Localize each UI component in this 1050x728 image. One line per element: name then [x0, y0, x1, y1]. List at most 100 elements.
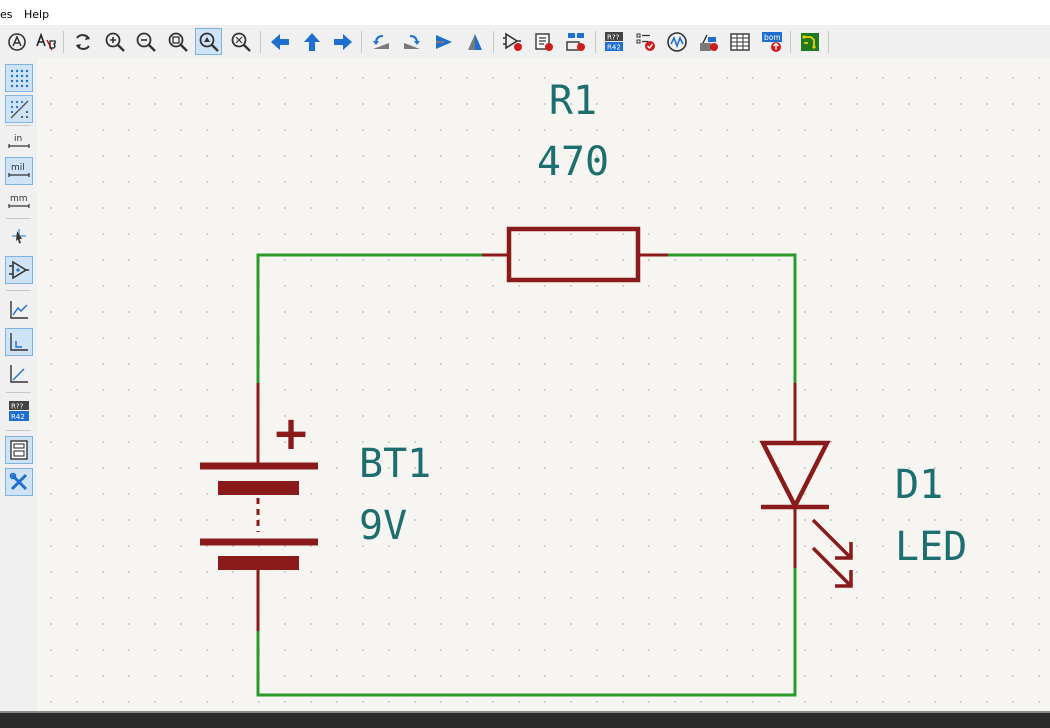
battery-bt1[interactable]	[200, 383, 318, 631]
rotate-ccw-button[interactable]	[367, 28, 394, 55]
line-45-button[interactable]	[5, 360, 33, 388]
refresh-icon	[75, 33, 90, 50]
schematic-drawing: R1 470 + BT1 9V D1 LED	[37, 58, 1050, 711]
window-top-edge	[0, 0, 1050, 5]
hidden-pins-button[interactable]	[5, 256, 33, 284]
menu-item-help[interactable]: Help	[24, 8, 50, 21]
simulator-button[interactable]	[663, 28, 690, 55]
zoom-fit-button[interactable]	[164, 28, 191, 55]
zoom-selection-button[interactable]	[227, 28, 254, 55]
battery-plus-label: +	[272, 406, 311, 460]
svg-text:bom: bom	[764, 33, 781, 42]
annotate-icon	[7, 32, 26, 51]
hierarchy-navigator-button[interactable]	[5, 436, 33, 464]
grid-dots-button[interactable]	[5, 64, 33, 92]
pcb-editor-icon	[800, 32, 819, 51]
text-size-button[interactable]	[32, 28, 59, 55]
zoom-selection-icon	[231, 32, 251, 52]
led-value-label[interactable]: LED	[895, 524, 967, 570]
line-90-icon	[10, 333, 28, 351]
svg-text:R??: R??	[11, 403, 24, 411]
line-90-button[interactable]	[5, 328, 33, 356]
cursor-icon	[12, 229, 26, 244]
mirror-horizontal-button[interactable]	[430, 28, 457, 55]
inch-units-button[interactable]: in	[5, 128, 33, 156]
mil-units-button[interactable]: mil	[5, 157, 33, 185]
svg-text:R??: R??	[607, 33, 620, 41]
annotate-schematic-icon: R?? R42	[604, 31, 623, 51]
zoom-in-icon	[105, 32, 125, 52]
pcb-editor-button[interactable]	[796, 28, 823, 55]
refresh-button[interactable]	[69, 28, 96, 55]
grid-lines-icon	[10, 100, 29, 119]
symbol-editor-button[interactable]	[499, 28, 526, 55]
zoom-objects-icon	[199, 32, 219, 52]
zoom-out-button[interactable]	[132, 28, 159, 55]
wire-group	[256, 253, 797, 697]
resistor-value-label[interactable]: 470	[537, 139, 609, 185]
window-bottom-edge	[0, 711, 1050, 728]
rotate-ccw-icon	[372, 34, 389, 49]
resistor-ref-label[interactable]: R1	[549, 78, 597, 124]
zoom-fit-icon	[168, 32, 188, 52]
annotation-icon: R??R42	[9, 401, 29, 421]
hierarchy-button[interactable]	[562, 28, 589, 55]
erc-icon	[636, 33, 655, 51]
library-browser-button[interactable]	[530, 28, 557, 55]
library-browser-icon	[534, 32, 553, 51]
bom-icon: bom	[761, 31, 782, 52]
line-any-angle-button[interactable]	[5, 296, 33, 324]
led-d1[interactable]	[759, 383, 853, 588]
wire-resistor-to-led[interactable]	[668, 253, 797, 383]
inch-units-label: in	[14, 134, 22, 144]
grid-dots-icon	[10, 69, 29, 88]
led-ref-label[interactable]: D1	[895, 462, 943, 508]
battery-value-label[interactable]: 9V	[359, 503, 407, 549]
arrow-left-button[interactable]	[266, 28, 293, 55]
hierarchy-navigator-icon	[10, 440, 28, 460]
mil-units-icon: mil	[8, 163, 30, 177]
hierarchy-icon	[565, 32, 585, 51]
annotation-button[interactable]: R??R42	[5, 397, 33, 425]
properties-icon	[9, 472, 28, 491]
arrow-left-icon	[270, 33, 289, 50]
left-toolbar: in mil mm R??R42	[0, 58, 38, 713]
arrow-up-icon	[303, 32, 320, 51]
text-size-icon	[35, 32, 56, 50]
line-45-icon	[10, 365, 28, 383]
arrow-right-button[interactable]	[329, 28, 356, 55]
footprint-assign-icon	[699, 34, 718, 51]
menu-item-preferences[interactable]: es	[0, 8, 13, 21]
rotate-cw-button[interactable]	[398, 28, 425, 55]
battery-ref-label[interactable]: BT1	[359, 441, 431, 487]
zoom-in-button[interactable]	[101, 28, 128, 55]
wire-battery-to-resistor[interactable]	[256, 253, 482, 383]
svg-text:R42: R42	[607, 43, 621, 51]
hidden-pins-icon	[9, 260, 29, 280]
mm-units-icon: mm	[8, 194, 30, 208]
spreadsheet-button[interactable]	[726, 28, 753, 55]
schematic-canvas[interactable]: R1 470 + BT1 9V D1 LED	[37, 58, 1050, 711]
annotate-button[interactable]	[3, 28, 30, 55]
mirror-horizontal-icon	[435, 34, 452, 49]
zoom-objects-button[interactable]	[195, 28, 222, 55]
erc-button[interactable]	[632, 28, 659, 55]
menu-bar: es Help	[0, 5, 1050, 25]
mirror-vertical-icon	[467, 33, 482, 50]
resistor-r1[interactable]	[482, 226, 668, 283]
footprint-assign-button[interactable]	[695, 28, 722, 55]
rotate-cw-icon	[403, 34, 420, 49]
symbol-editor-icon	[502, 32, 522, 51]
annotate-schematic-button[interactable]: R?? R42	[600, 28, 627, 55]
arrow-up-button[interactable]	[298, 28, 325, 55]
wire-bottom-loop[interactable]	[256, 568, 797, 697]
line-any-angle-icon	[10, 301, 28, 319]
mirror-vertical-button[interactable]	[461, 28, 488, 55]
properties-button[interactable]	[5, 468, 33, 496]
zoom-out-icon	[136, 32, 156, 52]
mil-units-label: mil	[11, 163, 25, 173]
grid-lines-button[interactable]	[5, 95, 33, 123]
bom-button[interactable]: bom	[758, 28, 785, 55]
cursor-button[interactable]	[5, 222, 33, 250]
mm-units-button[interactable]: mm	[5, 188, 33, 216]
